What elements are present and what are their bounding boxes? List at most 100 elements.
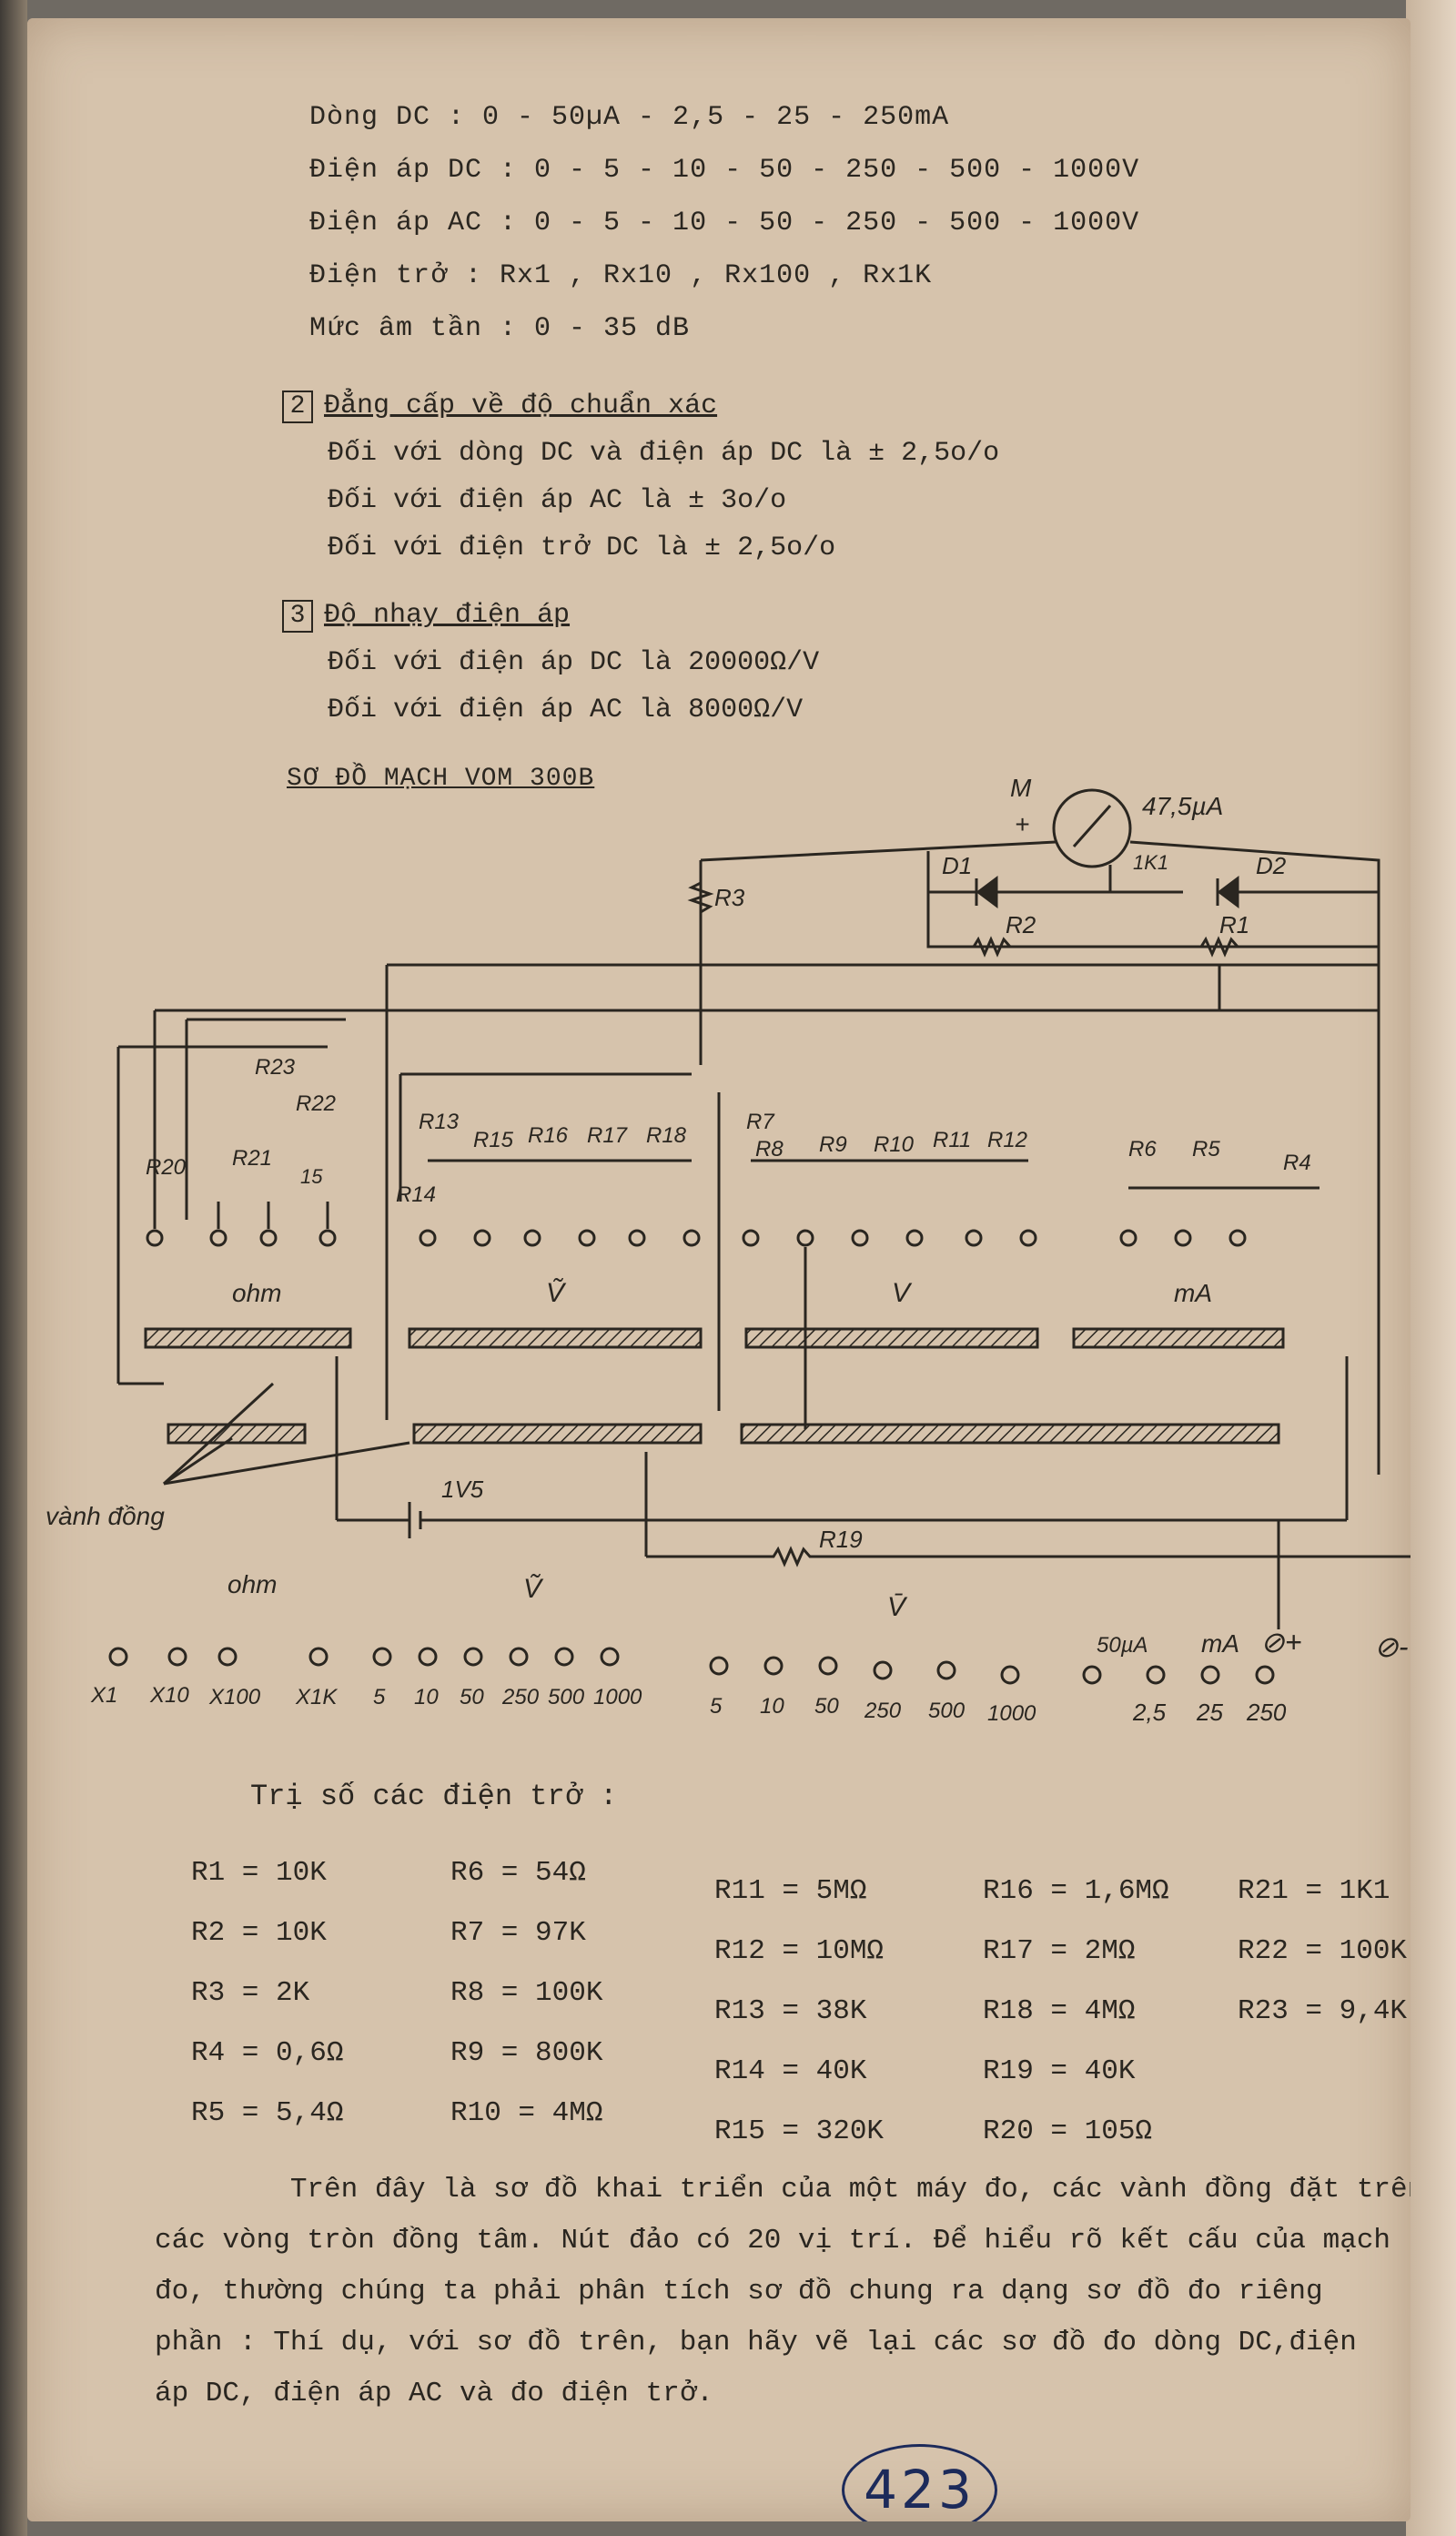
label-battery-15: 15 xyxy=(300,1165,323,1188)
explanation-paragraph: Trên đây là sơ đồ khai triển của một máy… xyxy=(155,2165,1410,2419)
label-terminal-50ua: 50µA xyxy=(1097,1633,1148,1658)
label-d2: D2 xyxy=(1256,852,1287,879)
label-r19: R19 xyxy=(819,1526,863,1553)
label-r9: R9 xyxy=(819,1132,847,1157)
sensitivity-section: 3 Độ nhạy điện áp Đối với điện áp DC là 2… xyxy=(282,592,819,734)
scale-vdc: 10 xyxy=(760,1694,784,1719)
resistor-value: R3 = 2K xyxy=(191,1977,310,2009)
resistor-column: R16 = 1,6MΩ R17 = 2MΩ R18 = 4MΩ R19 = 40… xyxy=(983,1861,1238,2162)
resistor-value: R2 = 10K xyxy=(191,1917,327,1949)
scale-vac: 50 xyxy=(460,1685,484,1709)
copper-ring-lower-v xyxy=(412,1423,703,1445)
resistor-value: R23 = 9,4K xyxy=(1238,1995,1408,2027)
label-r2: R2 xyxy=(1006,911,1036,938)
scale-ohm-x10: X10 xyxy=(149,1683,189,1708)
label-r23: R23 xyxy=(255,1055,296,1080)
resistor-column: R6 = 54Ω R7 = 97K R8 = 100K R9 = 800K R1… xyxy=(450,1843,705,2144)
resistor-value: R15 = 320K xyxy=(714,2115,885,2147)
label-r14: R14 xyxy=(396,1182,436,1207)
label-group-ma: mA xyxy=(1174,1279,1212,1307)
resistor-value: R1 = 10K xyxy=(191,1857,327,1889)
label-d1: D1 xyxy=(942,852,972,879)
label-terminal-ma: mA xyxy=(1201,1629,1239,1658)
specifications-list: Dòng DC : 0 - 50µA - 2,5 - 25 - 250mA Đi… xyxy=(309,91,1139,355)
scale-vac: 10 xyxy=(414,1685,439,1709)
label-r18: R18 xyxy=(646,1123,687,1148)
meter-resistance: 1K1 xyxy=(1133,851,1168,874)
diode-d2-symbol xyxy=(1217,876,1239,908)
resistor-value: R13 = 38K xyxy=(714,1995,867,2027)
label-vanh-dong: vành đồng xyxy=(46,1502,165,1530)
spec-dc-current: Dòng DC : 0 - 50µA - 2,5 - 25 - 250mA xyxy=(309,102,950,133)
label-group-vac: Ṽ xyxy=(546,1277,567,1308)
minus-terminal: ⊘- xyxy=(1374,1630,1408,1663)
diode-d1-symbol xyxy=(976,876,998,908)
label-r22: R22 xyxy=(296,1091,336,1116)
resistor-value: R14 = 40K xyxy=(714,2055,867,2087)
label-r5: R5 xyxy=(1192,1137,1220,1161)
label-r15: R15 xyxy=(473,1128,514,1152)
scale-vdc: 1000 xyxy=(987,1701,1036,1726)
label-r17: R17 xyxy=(587,1123,629,1148)
resistor-value: R17 = 2MΩ xyxy=(983,1935,1136,1967)
label-r8: R8 xyxy=(755,1137,784,1161)
scale-vdc: 5 xyxy=(710,1694,723,1719)
label-r6: R6 xyxy=(1128,1137,1157,1161)
resistor-column: R1 = 10K R2 = 10K R3 = 2K R4 = 0,6Ω R5 =… xyxy=(191,1843,446,2144)
resistor-value: R6 = 54Ω xyxy=(450,1857,586,1889)
paragraph-line: phần : Thí dụ, với sơ đồ trên, bạn hãy v… xyxy=(155,2327,1357,2358)
label-group-vdc: V xyxy=(892,1278,913,1308)
paragraph-line: đo, thường chúng ta phải phân tích sơ đồ… xyxy=(155,2276,1323,2308)
label-r4: R4 xyxy=(1283,1151,1311,1175)
copper-ring-ohm xyxy=(144,1327,352,1349)
paragraph-line: các vòng tròn đồng tâm. Nút đảo có 20 vị… xyxy=(155,2225,1391,2257)
resistor-value: R19 = 40K xyxy=(983,2055,1136,2087)
label-bottom-vac: Ṽ xyxy=(523,1573,544,1604)
label-r3: R3 xyxy=(714,884,745,911)
diagram-title: SƠ ĐỒ MẠCH VOM 300B xyxy=(287,765,595,793)
label-r13: R13 xyxy=(419,1110,460,1134)
meter-current: 47,5µA xyxy=(1142,792,1223,820)
resistor-values-grid: R1 = 10K R2 = 10K R3 = 2K R4 = 0,6Ω R5 =… xyxy=(191,1843,1410,2180)
paragraph-line: Trên đây là sơ đồ khai triển của một máy… xyxy=(155,2174,1410,2206)
resistor-column: R11 = 5MΩ R12 = 10MΩ R13 = 38K R14 = 40K… xyxy=(714,1861,969,2162)
copper-ring-lower-main xyxy=(740,1423,1280,1445)
scale-ma: 25 xyxy=(1196,1699,1223,1726)
spec-ac-voltage: Điện áp AC : 0 - 5 - 10 - 50 - 250 - 500… xyxy=(309,208,1140,238)
scale-vdc: 250 xyxy=(864,1699,902,1723)
accuracy-line: Đối với điện áp AC là ± 3o/o xyxy=(328,485,787,516)
label-bottom-ohm: ohm xyxy=(228,1570,277,1598)
plus-terminal: ⊘+ xyxy=(1260,1626,1302,1659)
spec-audio-level: Mức âm tần : 0 - 35 dB xyxy=(309,313,691,344)
scale-vdc: 50 xyxy=(814,1694,839,1719)
meter-plus: + xyxy=(1015,810,1029,838)
section-number: 3 xyxy=(282,600,313,633)
resistor-value: R7 = 97K xyxy=(450,1917,586,1949)
scale-ohm-x100: X100 xyxy=(208,1685,261,1709)
section-number: 2 xyxy=(282,391,313,423)
section-heading: Độ nhạy điện áp xyxy=(324,600,571,631)
resistor-value: R16 = 1,6MΩ xyxy=(983,1875,1169,1907)
scale-ma: 250 xyxy=(1246,1699,1287,1726)
meter-needle xyxy=(1072,805,1112,847)
label-r20: R20 xyxy=(146,1155,187,1180)
scale-vac: 500 xyxy=(548,1685,585,1709)
sensitivity-line: Đối với điện áp DC là 20000Ω/V xyxy=(328,647,820,678)
label-bottom-vdc: V̄ xyxy=(887,1592,908,1622)
resistor-value: R12 = 10MΩ xyxy=(714,1935,885,1967)
label-r11: R11 xyxy=(933,1128,971,1152)
scale-ma: 2,5 xyxy=(1132,1699,1167,1726)
resistor-value: R9 = 800K xyxy=(450,2037,603,2069)
scale-vdc: 500 xyxy=(928,1699,966,1723)
label-r21: R21 xyxy=(232,1146,272,1171)
label-r7: R7 xyxy=(746,1110,775,1134)
sensitivity-line: Đối với điện áp AC là 8000Ω/V xyxy=(328,695,804,725)
meter-symbol xyxy=(1052,788,1132,868)
label-group-ohm: ohm xyxy=(232,1279,281,1307)
resistor-value: R22 = 100K xyxy=(1238,1935,1408,1967)
accuracy-line: Đối với dòng DC và điện áp DC là ± 2,5o/… xyxy=(328,438,1000,469)
label-battery-1v5: 1V5 xyxy=(441,1476,484,1503)
copper-ring-lower-ohm xyxy=(167,1423,307,1445)
spec-resistance: Điện trở : Rx1 , Rx10 , Rx100 , Rx1K xyxy=(309,260,933,291)
